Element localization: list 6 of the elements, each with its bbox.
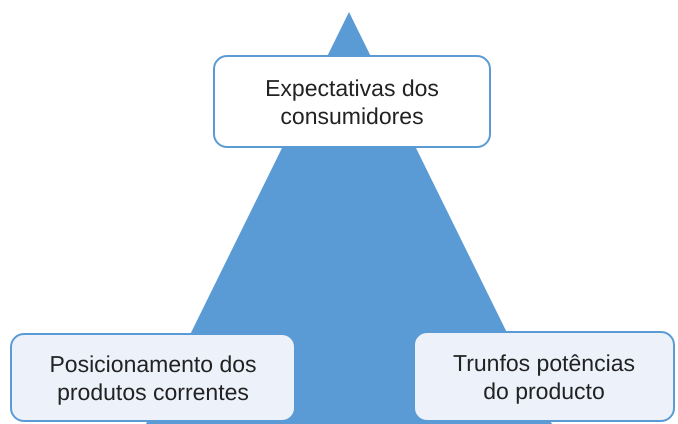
box-label: Trunfos potências do producto: [452, 348, 636, 404]
rounded-text-box: [213, 55, 491, 148]
rounded-text-box: [413, 331, 675, 422]
box-label: Expectativas dos consumidores: [264, 74, 440, 130]
box-label: Posicionamento dos produtos correntes: [48, 350, 258, 406]
rounded-text-box: [10, 333, 296, 422]
